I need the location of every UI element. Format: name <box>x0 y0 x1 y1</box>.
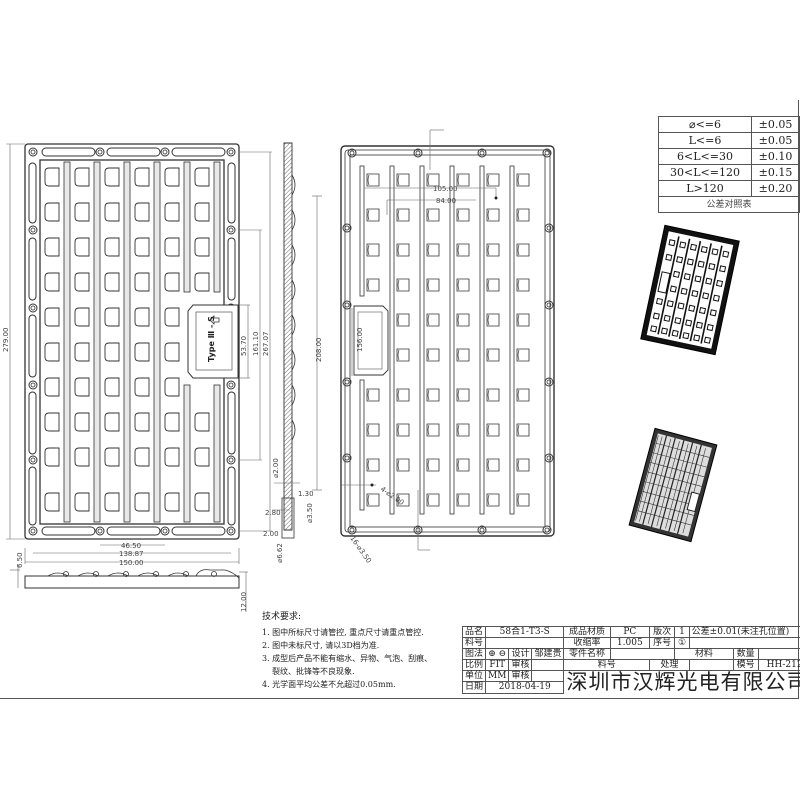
label-material2: 材料 <box>674 648 734 660</box>
unit: MM <box>485 669 510 683</box>
back-view: 105.00 84.00 156.00 4-⌀2.00 16-⌀3.50 <box>340 129 555 565</box>
tech-requirement-item: 2. 图中未标尺寸, 请以3D档为准. <box>262 641 380 650</box>
tech-requirement-item: 3. 成型后产品不能有缩水、异物、气泡、刮痕、 <box>262 654 433 663</box>
dim-d1: ⌀2.00 <box>272 458 280 478</box>
dim-edge-offset: 6.50 <box>16 552 24 568</box>
dim-height-156: 156.00 <box>356 328 364 353</box>
label-item-no: 料号 <box>563 659 651 671</box>
bottom-profile-view: 12.00 6.50 <box>10 552 248 612</box>
company-name: 深圳市汉辉光电有限公司 <box>563 670 800 693</box>
tech-requirement-item: 裂纹、批锋等不良现象. <box>272 667 355 676</box>
scale: FIT <box>485 659 510 671</box>
dim-height-208: 208.00 <box>315 338 323 363</box>
label-method: 图法 <box>461 648 487 660</box>
dim-holes-large: 16-⌀3.50 <box>348 535 372 565</box>
tol-value: ±0.10 <box>750 148 800 165</box>
label-seq: 序号 <box>649 637 676 649</box>
tolerance-caption: 公差对照表 <box>658 196 800 213</box>
dim-badge-height: 53.70 <box>240 336 248 356</box>
part-no <box>485 637 565 649</box>
dim-d6: ⌀6.62 <box>276 543 284 563</box>
tol-range: L<=6 <box>658 132 752 149</box>
dim-overall-width: 150.00 <box>119 559 144 567</box>
label-qty: 数量 <box>732 648 759 660</box>
tol-value: ±0.15 <box>750 164 800 181</box>
tolerance-row: 30<L<=120±0.15 <box>658 164 800 181</box>
label-treatment: 处理 <box>649 659 690 671</box>
label-product-name: 品名 <box>461 626 487 638</box>
label-mold: 模号 <box>732 659 759 671</box>
dim-width-84: 84.00 <box>436 197 456 205</box>
tech-requirements-title: 技术要求: <box>262 612 302 622</box>
mold-no: HH-212 <box>757 659 800 671</box>
label-material: 成品材质 <box>563 626 611 638</box>
isometric-view-bottom <box>628 427 718 543</box>
side-section-view: ⌀2.00 1.30 2.80 ⌀3.50 2.00 ⌀6.62 208.00 <box>263 142 323 563</box>
label-review2: 审核 <box>508 669 533 683</box>
dim-thickness: 12.00 <box>240 592 248 612</box>
label-design: 设计 <box>508 648 533 660</box>
shrink: 1.005 <box>609 637 651 649</box>
tol-range: 6<L<=30 <box>658 148 752 165</box>
tech-requirement-item: 4. 光学面平均公差不允超过0.05mm. <box>262 680 396 689</box>
seq: ① <box>674 637 690 649</box>
date: 2018-04-19 <box>485 681 565 694</box>
version: 1 <box>674 626 690 638</box>
label-review: 审核 <box>508 659 533 671</box>
dim-d4: ⌀3.50 <box>306 503 314 523</box>
designer: 邹建贵 <box>531 648 565 660</box>
tech-requirement-item: 1. 图中所标尺寸请管控, 重点尺寸请重点管控. <box>262 628 424 637</box>
tolerance-row: L>120±0.20 <box>658 180 800 197</box>
tol-value: ±0.05 <box>750 132 800 149</box>
tolerance-table: ⌀<=6±0.05 L<=6±0.05 6<L<=30±0.10 30<L<=1… <box>658 116 800 213</box>
label-date: 日期 <box>461 681 487 694</box>
tolerance-row: 6<L<=30±0.10 <box>658 148 800 165</box>
tol-range: 30<L<=120 <box>658 164 752 181</box>
dim-d5: 2.00 <box>263 530 279 538</box>
front-view: Type Ⅲ - S 279.00 46.50 138.87 150.00 53… <box>2 143 272 567</box>
label-scale: 比例 <box>461 659 487 671</box>
isometric-view-top <box>640 224 740 356</box>
dim-pitch-161: 161.10 <box>252 332 260 357</box>
label-part-no: 料号 <box>461 637 487 649</box>
tech-requirements: 技术要求: 1. 图中所标尺寸请管控, 重点尺寸请重点管控. 2. 图中未标尺寸… <box>262 611 462 691</box>
dim-d3: 2.80 <box>265 509 281 517</box>
dim-inner-width: 138.87 <box>119 550 144 558</box>
label-version: 版次 <box>649 626 676 638</box>
dim-width-105: 105.00 <box>433 185 458 193</box>
drawing-border <box>0 100 799 699</box>
dim-d2: 1.30 <box>298 490 314 498</box>
tol-value: ±0.05 <box>750 116 800 133</box>
dim-overall-height: 279.00 <box>2 328 10 353</box>
title-block: 品名 58合1-T3-S 成品材质 PC 版次 1 公差±0.01(未注孔位置)… <box>461 626 800 694</box>
product-name: 58合1-T3-S <box>485 626 565 638</box>
tol-range: L>120 <box>658 180 752 197</box>
dim-pitch-267: 267.07 <box>262 332 270 357</box>
dim-holes-small: 4-⌀2.00 <box>379 485 406 507</box>
material: PC <box>609 626 651 638</box>
tol-range: ⌀<=6 <box>658 116 752 133</box>
dim-hole-pitch: 46.50 <box>121 542 141 550</box>
general-tolerance: 公差±0.01(未注孔位置) <box>688 626 800 638</box>
label-part-name: 零件名称 <box>563 648 611 660</box>
label-shrink: 收缩率 <box>563 637 611 649</box>
projection-method-symbol: ⊕ ⊖ <box>485 648 510 660</box>
tolerance-row: L<=6±0.05 <box>658 132 800 149</box>
tolerance-row: ⌀<=6±0.05 <box>658 116 800 133</box>
badge-label: Type Ⅲ - S <box>207 316 216 362</box>
tol-value: ±0.20 <box>750 180 800 197</box>
label-unit: 单位 <box>461 669 487 683</box>
